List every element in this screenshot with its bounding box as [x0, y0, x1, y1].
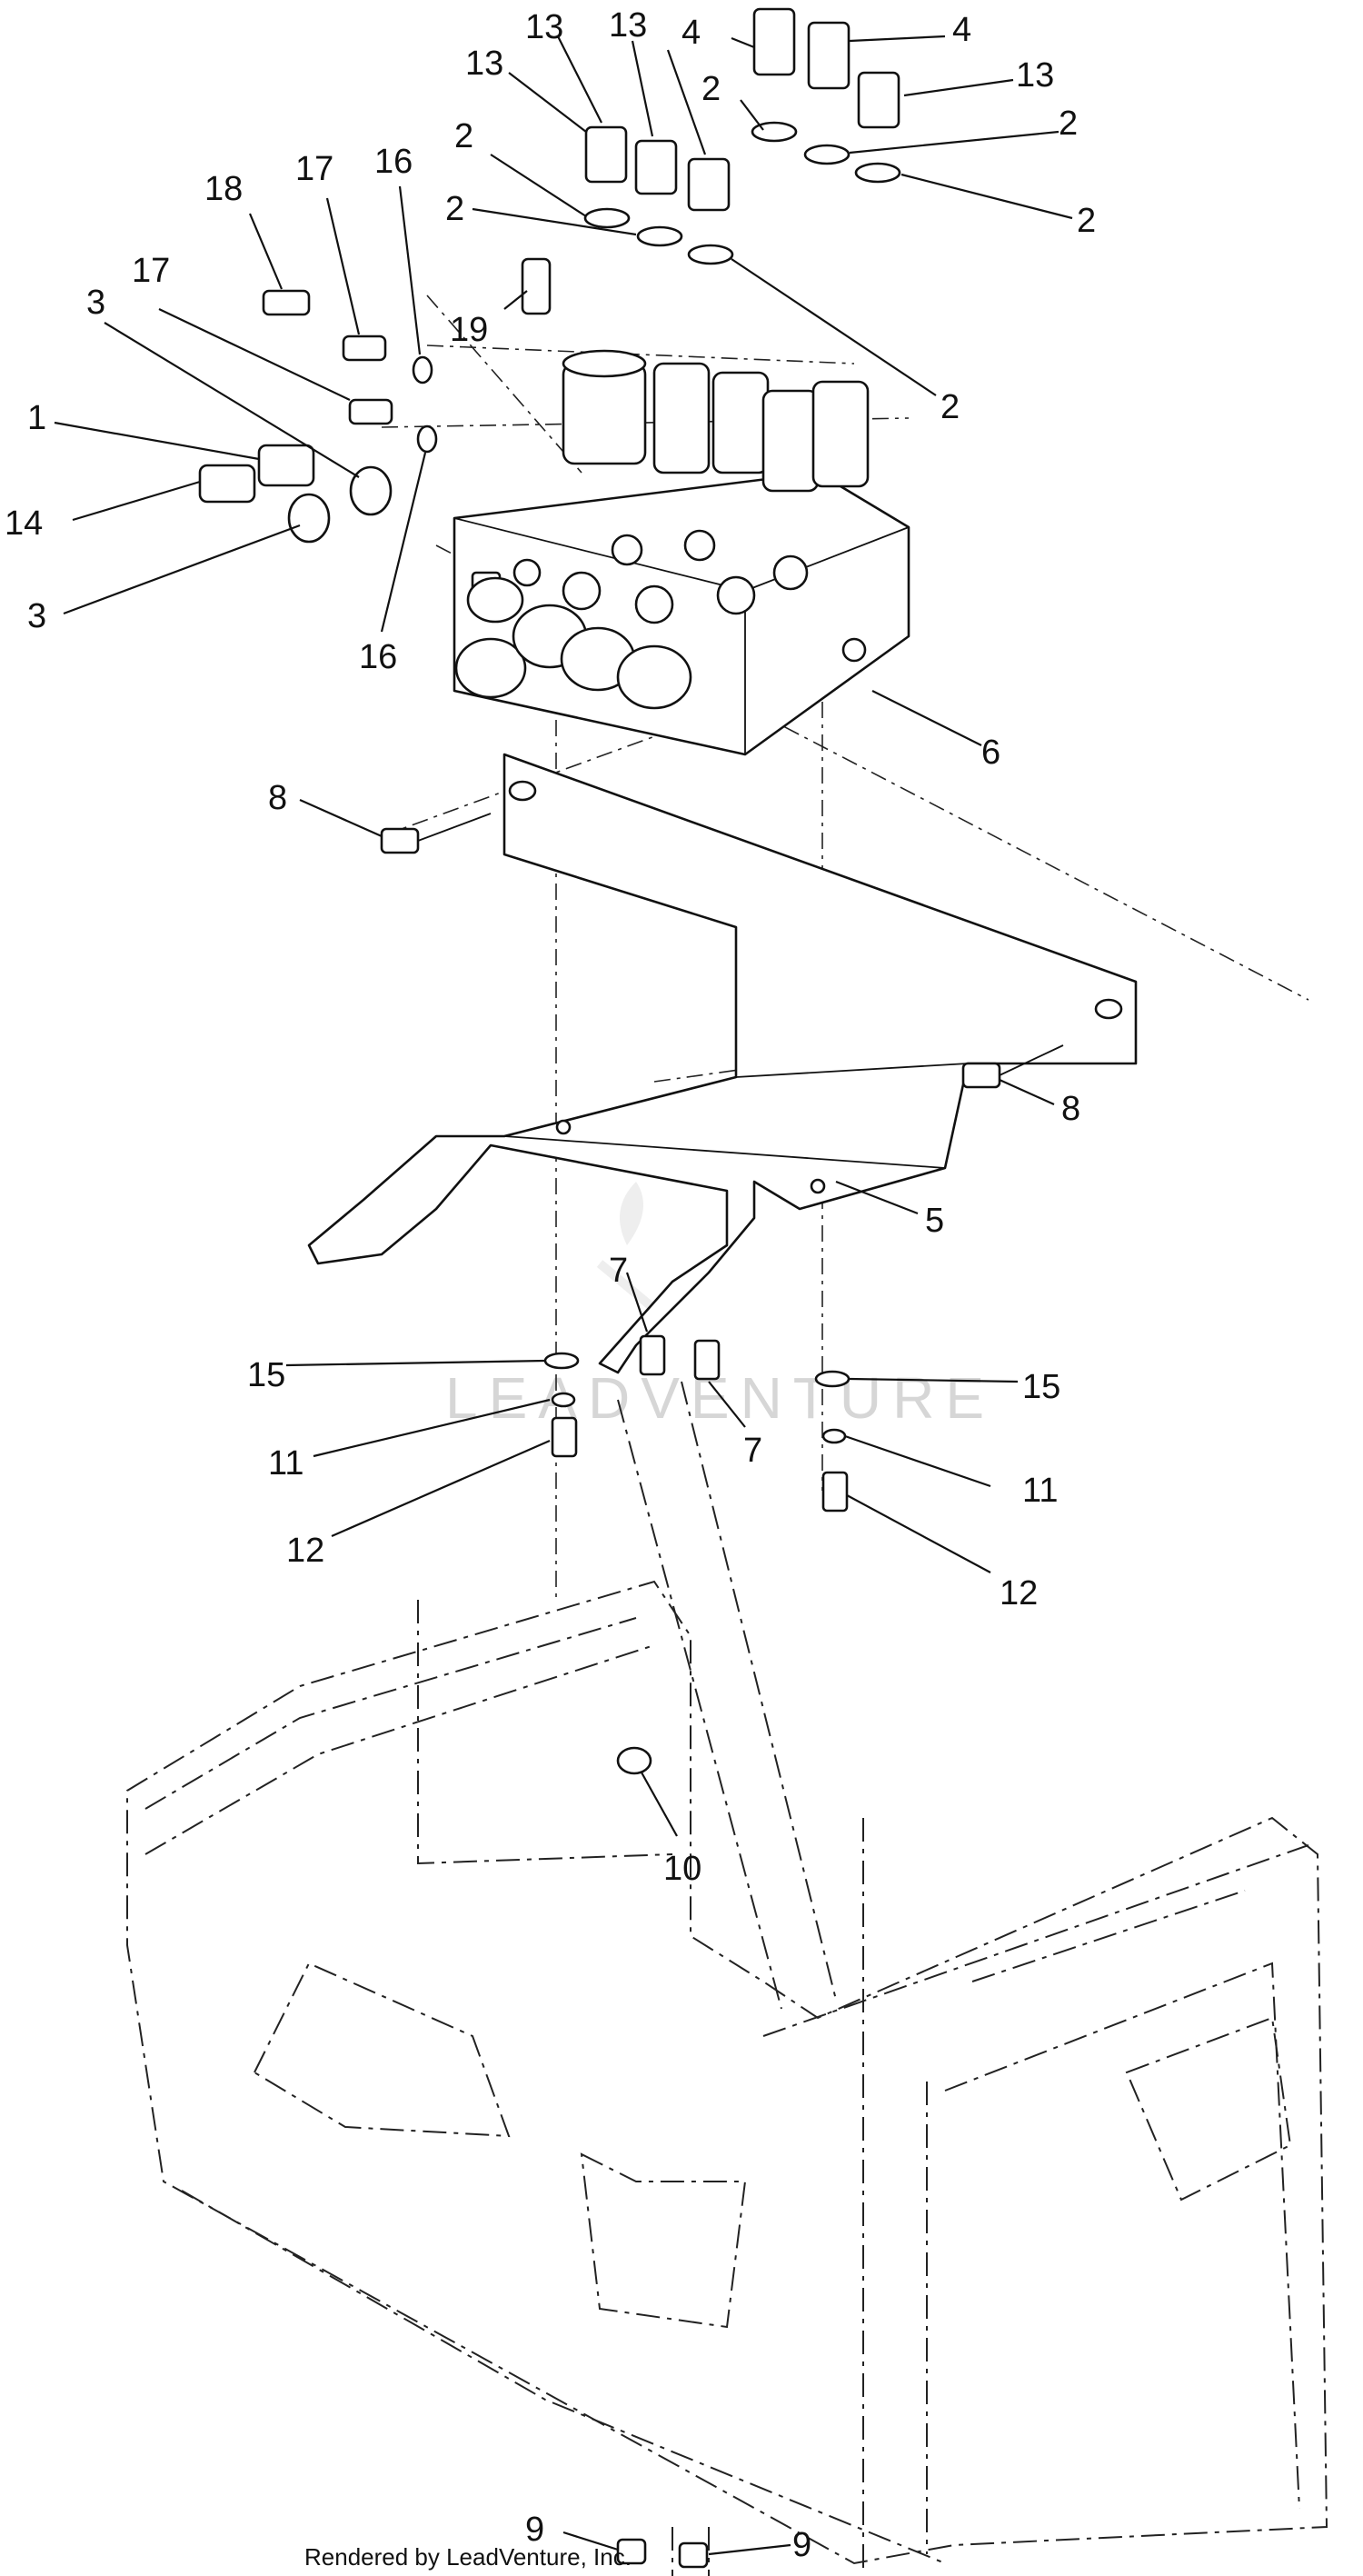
callout-11: 11	[1022, 1472, 1058, 1510]
callout-13: 13	[465, 45, 503, 83]
callout-14: 14	[5, 504, 43, 543]
callout-4: 4	[682, 14, 701, 52]
callout-2: 2	[940, 388, 960, 426]
left-fittings	[198, 257, 552, 544]
watermark-text: LEADVENTURE	[445, 1365, 995, 1431]
callout-3: 3	[27, 597, 46, 635]
callout-6: 6	[981, 734, 1000, 772]
callout-12: 12	[1000, 1574, 1038, 1612]
manifold-plugs	[454, 576, 692, 710]
callout-18: 18	[204, 170, 243, 208]
callout-4: 4	[952, 11, 971, 49]
fittings-4	[752, 7, 851, 90]
callout-5: 5	[925, 1202, 944, 1240]
callout-12: 12	[286, 1532, 324, 1570]
callout-16: 16	[359, 638, 397, 676]
leader-lines	[54, 35, 1073, 2556]
callout-2: 2	[1077, 202, 1096, 240]
callout-3: 3	[86, 284, 105, 322]
callout-16: 16	[374, 143, 413, 181]
solenoid-valves	[562, 349, 870, 493]
callout-1: 1	[27, 399, 46, 437]
callout-15: 15	[247, 1356, 285, 1394]
callout-2: 2	[445, 190, 464, 228]
callout-9: 9	[525, 2511, 544, 2549]
mounting-bracket	[307, 753, 1138, 1374]
callout-17: 17	[132, 252, 170, 290]
callout-15: 15	[1022, 1368, 1060, 1406]
callout-11: 11	[268, 1444, 303, 1483]
callout-13: 13	[1016, 56, 1054, 95]
callout-10: 10	[663, 1850, 701, 1888]
callout-labels: 13 13 13 13 4 4 2 2 2 2 2 2 18 17 17 16 …	[5, 6, 1096, 2564]
callout-17: 17	[295, 150, 333, 188]
fittings-13	[584, 71, 900, 212]
callout-7: 7	[743, 1432, 762, 1470]
callout-2: 2	[454, 117, 473, 155]
callout-8: 8	[268, 779, 287, 817]
hardware	[380, 813, 1064, 2569]
callout-8: 8	[1061, 1090, 1080, 1128]
callout-19: 19	[450, 311, 488, 349]
callout-7: 7	[609, 1252, 628, 1290]
watermark: LEADVENTURE	[445, 1182, 995, 1431]
o-rings-2	[583, 121, 901, 265]
callout-9: 9	[792, 2526, 811, 2564]
callout-13: 13	[525, 8, 563, 46]
callout-2: 2	[701, 70, 721, 108]
callout-2: 2	[1059, 105, 1078, 143]
callout-13: 13	[609, 6, 647, 45]
frame-phantom	[126, 1381, 1328, 2576]
render-credit: Rendered by LeadVenture, Inc.	[304, 2543, 632, 2571]
valve-manifold	[453, 471, 910, 756]
